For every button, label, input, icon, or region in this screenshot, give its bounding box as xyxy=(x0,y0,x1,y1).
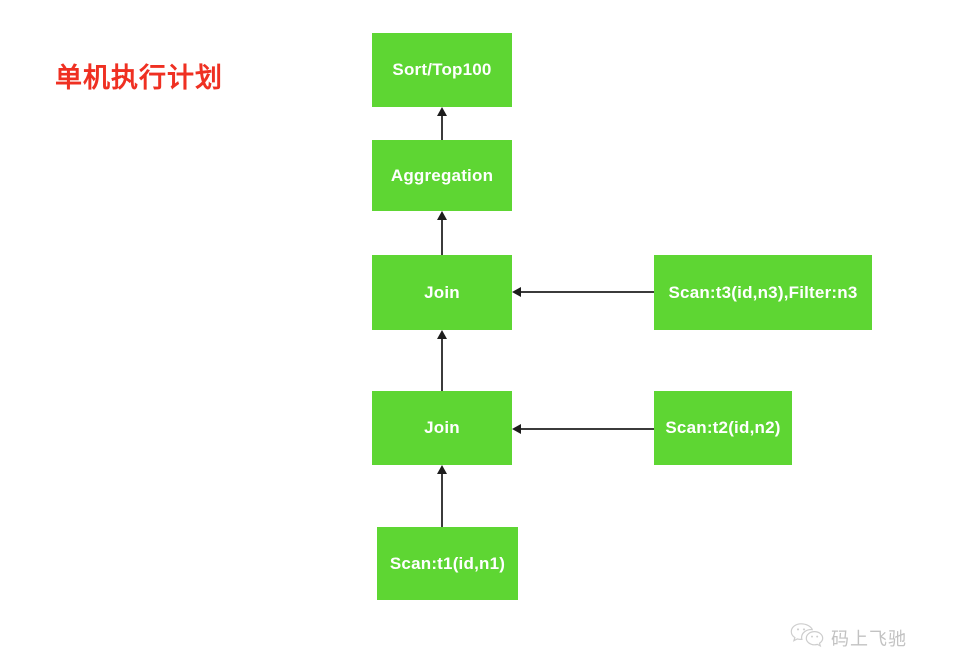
arrow-up-icon xyxy=(437,211,447,220)
node-label: Scan:t2(id,n2) xyxy=(665,418,781,437)
arrow-up-icon xyxy=(437,465,447,474)
watermark: 码上飞驰 xyxy=(790,622,907,653)
page-title: 单机执行计划 xyxy=(55,63,223,93)
node-scan-t1[interactable]: Scan:t1(id,n1) xyxy=(377,527,518,600)
node-label: Join xyxy=(424,418,460,437)
edge-scan-t1-to-join xyxy=(441,474,443,527)
node-join-lower[interactable]: Join xyxy=(372,391,512,465)
wechat-icon xyxy=(790,622,824,653)
node-label: Scan:t3(id,n3),Filter:n3 xyxy=(668,282,858,302)
node-label: Aggregation xyxy=(390,165,494,185)
watermark-text: 码上飞驰 xyxy=(831,628,907,649)
arrow-up-icon xyxy=(437,330,447,339)
node-label: Join xyxy=(424,282,460,302)
edge-scan-t2-to-join xyxy=(521,428,654,430)
node-sort-top100[interactable]: Sort/Top100 xyxy=(372,33,512,107)
edge-join-lower-to-join-upper xyxy=(441,339,443,391)
node-scan-t3[interactable]: Scan:t3(id,n3),Filter:n3 xyxy=(654,255,872,330)
node-aggregation[interactable]: Aggregation xyxy=(372,140,512,211)
arrow-left-icon xyxy=(512,424,521,434)
edge-scan-t3-to-join xyxy=(521,291,654,293)
node-label: Sort/Top100 xyxy=(392,60,492,79)
node-scan-t2[interactable]: Scan:t2(id,n2) xyxy=(654,391,792,465)
node-label: Scan:t1(id,n1) xyxy=(389,553,506,573)
arrow-up-icon xyxy=(437,107,447,116)
edge-join-to-aggregation xyxy=(441,220,443,255)
edge-aggregation-to-sort xyxy=(441,114,443,140)
node-join-upper[interactable]: Join xyxy=(372,255,512,330)
arrow-left-icon xyxy=(512,287,521,297)
